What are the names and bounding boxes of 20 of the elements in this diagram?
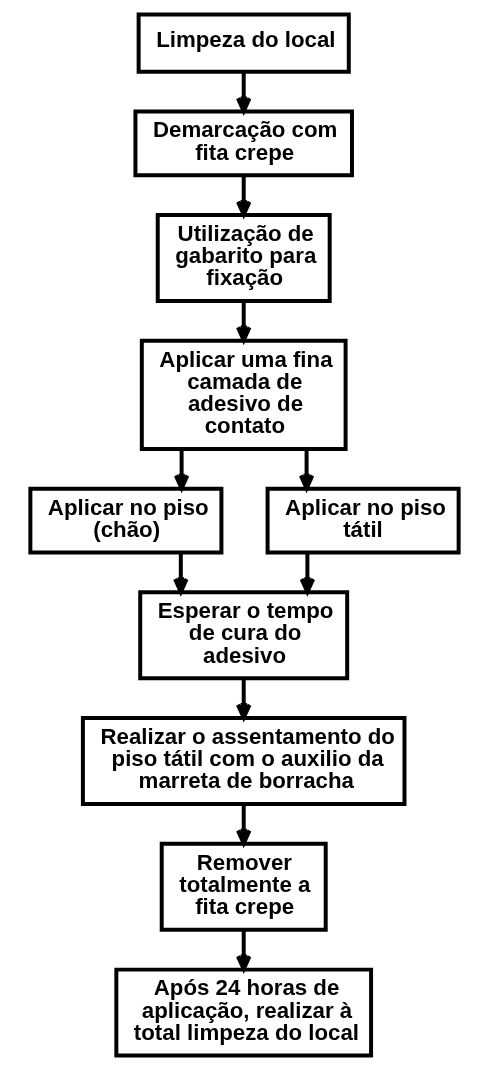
arrow bbox=[298, 449, 314, 491]
arrow bbox=[235, 301, 251, 343]
arrow bbox=[173, 449, 189, 491]
node-box: Realizar o assentamento do piso tátil com o auxilio da marreta de borracha bbox=[80, 716, 406, 807]
arrow bbox=[172, 552, 189, 594]
node-box: Após 24 horas de aplicação, realizar à total limpeza do local bbox=[113, 967, 373, 1058]
arrow bbox=[235, 72, 251, 114]
node-box: Remover totalmente a fita crepe bbox=[159, 841, 328, 932]
arrow bbox=[235, 678, 251, 720]
node-box: Aplicar uma fina camada de adesivo de contato bbox=[139, 338, 348, 451]
arrow bbox=[235, 804, 251, 846]
node-box: Demarcação com fita crepe bbox=[132, 109, 354, 178]
node-box: Aplicar no piso (chão) bbox=[27, 486, 223, 555]
node-box: Utilização de gabarito para fixação bbox=[155, 213, 332, 303]
node-box: Esperar o tempo de cura do adesivo bbox=[137, 590, 349, 681]
arrow bbox=[235, 175, 251, 217]
node-box: Limpeza do local bbox=[136, 12, 351, 74]
arrow bbox=[299, 552, 315, 594]
node-box: Aplicar no piso tátil bbox=[265, 486, 461, 555]
arrow bbox=[235, 930, 251, 972]
